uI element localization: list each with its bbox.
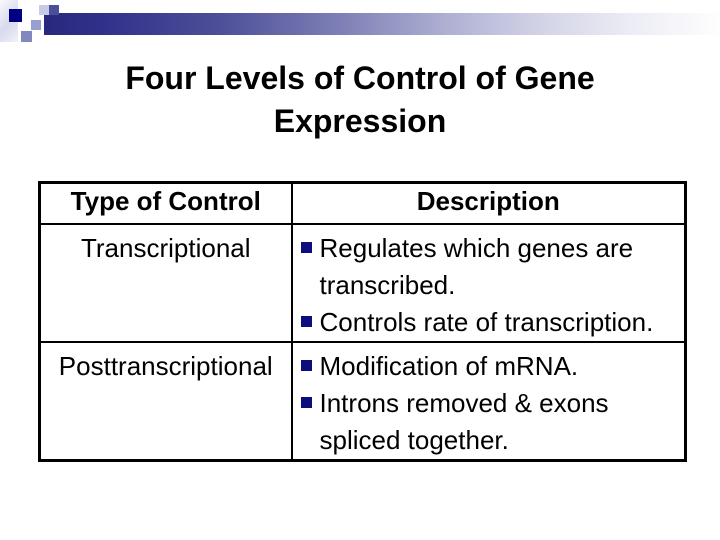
table-row: Transcriptional Regulates which genes ar… bbox=[38, 222, 687, 343]
pixel-square-icon bbox=[31, 20, 41, 30]
pixel-square-icon bbox=[49, 5, 59, 15]
bullet-text: Introns removed & exons spliced together… bbox=[319, 387, 609, 455]
list-item: Controls rate of transcription. bbox=[300, 304, 679, 341]
gradient-bar bbox=[44, 13, 720, 35]
pixel-square-icon bbox=[21, 31, 32, 42]
gene-expression-table: Type of Control Description Transcriptio… bbox=[38, 181, 687, 462]
type-cell: Transcriptional bbox=[38, 222, 293, 343]
list-item: Regulates which genes are transcribed. bbox=[300, 230, 679, 304]
table-row: Posttranscriptional Modification of mRNA… bbox=[38, 340, 687, 461]
bullet-square-icon bbox=[300, 359, 312, 371]
column-header-description: Description bbox=[290, 181, 687, 225]
bullet-text: Controls rate of transcription. bbox=[319, 306, 654, 337]
column-header-type: Type of Control bbox=[38, 181, 293, 225]
table-header-row: Type of Control Description bbox=[38, 181, 687, 225]
slide-title: Four Levels of Control of Gene Expressio… bbox=[125, 60, 595, 139]
description-cell: Modification of mRNA. Introns removed & … bbox=[290, 340, 687, 461]
list-item: Introns removed & exons spliced together… bbox=[300, 385, 679, 459]
pixel-square-icon bbox=[9, 9, 22, 22]
bullet-square-icon bbox=[300, 241, 312, 253]
description-cell: Regulates which genes are transcribed. C… bbox=[290, 222, 687, 343]
list-item: Modification of mRNA. bbox=[300, 348, 679, 385]
bullet-square-icon bbox=[300, 315, 312, 327]
bullet-text: Regulates which genes are transcribed. bbox=[319, 232, 634, 300]
type-cell: Posttranscriptional bbox=[38, 340, 293, 461]
bullet-square-icon bbox=[300, 396, 312, 408]
pixel-square-icon bbox=[39, 5, 49, 15]
bullet-text: Modification of mRNA. bbox=[319, 350, 579, 381]
